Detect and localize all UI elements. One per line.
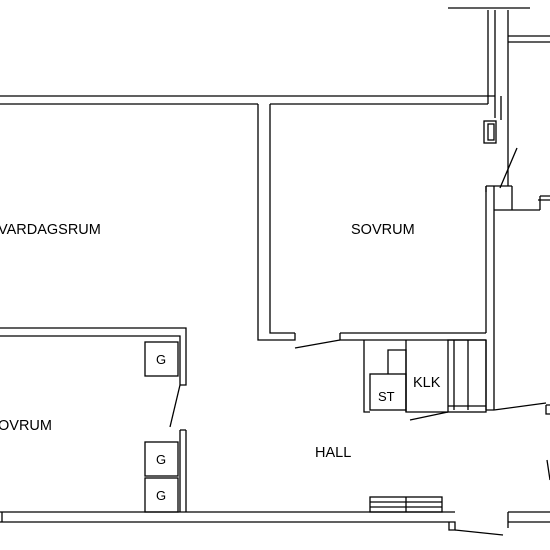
top-right-small (448, 7, 550, 43)
sovrum-right-top (485, 185, 540, 211)
fixtures (369, 120, 497, 513)
room-label-ovrum: OVRUM (0, 418, 52, 434)
top-right-wall-outer (487, 10, 496, 104)
door-entry (454, 529, 504, 536)
wardrobe-label-3: G (156, 488, 166, 503)
wardrobes (144, 341, 179, 513)
bottom-wall (0, 511, 550, 531)
top-right-wall-inner (494, 10, 509, 186)
sovrum-right-wall (485, 186, 495, 410)
door-right-hall (493, 402, 547, 411)
right-lower-stub (545, 404, 550, 415)
wardrobe-1 (144, 341, 179, 377)
walls (0, 7, 550, 531)
sovrum-right-edge (538, 195, 550, 210)
wall-fixture (483, 120, 497, 144)
doors (169, 147, 550, 536)
wardrobe-3 (144, 477, 179, 513)
ovrum-top-wall (0, 327, 187, 386)
sovrum-bottom-wall (339, 332, 486, 341)
door-klk (409, 411, 449, 421)
top-wall (0, 95, 495, 105)
wall-fixture-inner (487, 123, 495, 141)
klk-st-block (363, 339, 487, 413)
door-sovrum (294, 339, 341, 349)
ovrum-right-wall (179, 429, 187, 512)
living-sovrum-wall (257, 104, 296, 341)
shelving (447, 339, 487, 413)
door-top-right (499, 147, 518, 189)
room-label-st: ST (378, 389, 395, 404)
wardrobe-label-2: G (156, 452, 166, 467)
wardrobe-label-1: G (156, 352, 166, 367)
room-label-vardagsrum: VARDAGSRUM (0, 222, 101, 238)
klk-frame (405, 340, 448, 413)
room-label-klk: KLK (413, 375, 441, 391)
room-label-hall: HALL (315, 445, 351, 461)
hall-right-wall (485, 340, 494, 411)
wardrobe-2 (144, 441, 179, 477)
door-ovrum (169, 384, 181, 428)
room-label-sovrum: SOVRUM (351, 222, 415, 238)
